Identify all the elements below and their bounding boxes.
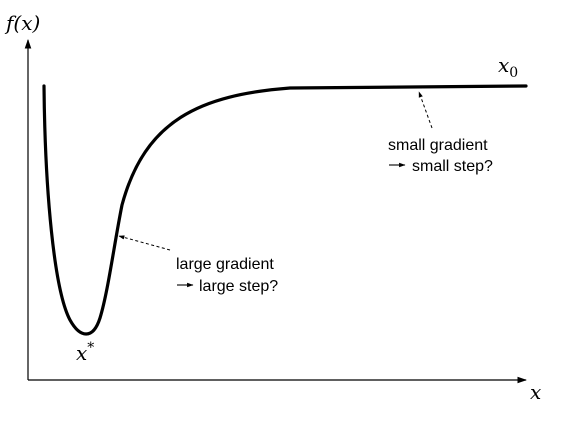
large-step-label: large step? <box>199 278 278 295</box>
start-point-label: x0 <box>498 53 518 81</box>
y-axis-label: f(x) <box>4 11 40 35</box>
small-step-label: small step? <box>412 158 493 175</box>
large-gradient-pointer <box>118 235 171 251</box>
large-step-line: large step? <box>177 278 278 295</box>
x-axis-label: x <box>530 380 541 404</box>
small-gradient-label: small gradient <box>388 137 488 154</box>
minimum-label: x* <box>76 340 94 365</box>
small-step-line: small step? <box>389 158 493 175</box>
function-curve <box>42 84 528 336</box>
large-gradient-label: large gradient <box>176 256 274 273</box>
small-gradient-pointer <box>418 91 433 129</box>
